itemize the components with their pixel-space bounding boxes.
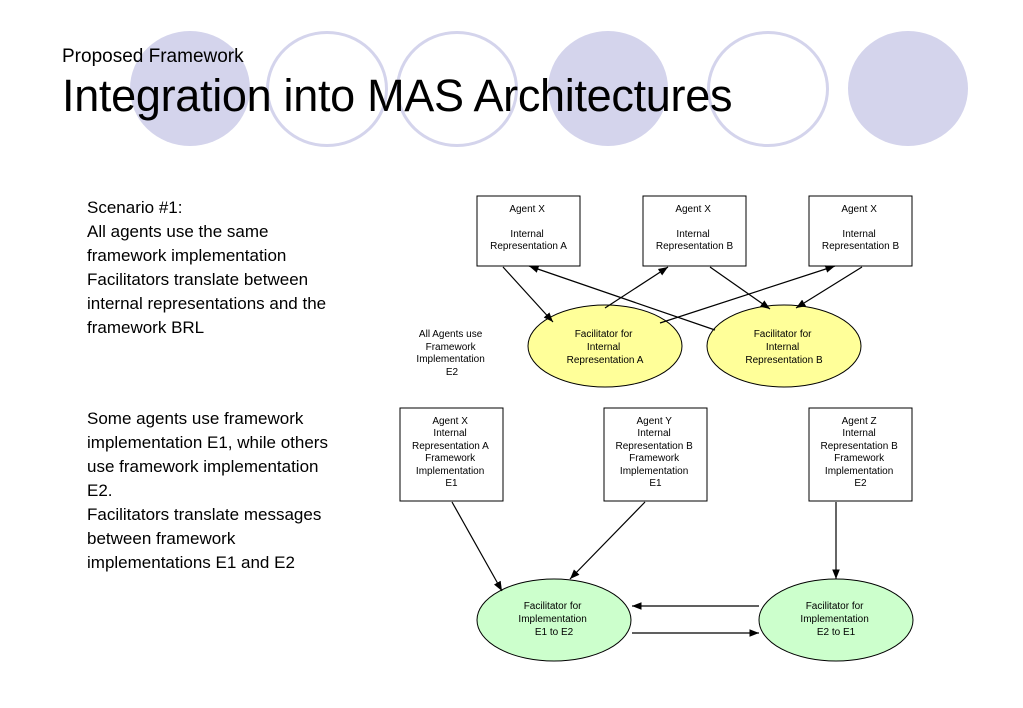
- svg-text:Facilitator for Implemen: Facilitator for Implementation E2 to E1: [800, 601, 871, 638]
- decorative-circle: [130, 31, 250, 146]
- scenario-2-line: Some agents use framework: [87, 409, 304, 428]
- facilitator-node: Facilitator for Implementation E1 to E2: [476, 578, 632, 662]
- svg-text:Agent X Internal R: Agent X Internal Representation B: [822, 204, 900, 252]
- svg-text:Facilitator for Internal: Facilitator for Internal Representation …: [567, 329, 644, 366]
- arrow: [502, 266, 554, 323]
- svg-text:Facilitator for Implemen: Facilitator for Implementation E1 to E2: [518, 601, 589, 638]
- decorative-ring: [396, 31, 518, 147]
- scenario-2-text: Some agents use framework implementation…: [87, 407, 377, 575]
- svg-text:Agent Z Internal R: Agent Z Internal Representation B Framew…: [820, 416, 900, 489]
- diagram-note: All Agents use Framework Implementation …: [416, 329, 487, 378]
- agent-box: Agent Z Internal Representation B Framew…: [808, 407, 913, 502]
- agent-box: Agent Y Internal Representation B Framew…: [603, 407, 708, 502]
- connector-arrows: [451, 501, 840, 637]
- scenario-1-line: framework BRL: [87, 318, 205, 337]
- arrow: [604, 266, 669, 309]
- agent-box: Agent X Internal Representation A Framew…: [399, 407, 504, 502]
- slide-title: Integration into MAS Architectures: [62, 70, 733, 121]
- scenario-2-line: use framework implementation: [87, 457, 319, 476]
- svg-text:Agent X Internal R: Agent X Internal Representation A Framew…: [412, 416, 491, 489]
- scenario-2-line: between framework: [87, 529, 236, 548]
- slide-header: Proposed Framework Integration into MAS …: [62, 45, 732, 123]
- decorative-circle: [548, 31, 668, 146]
- decorative-ring: [266, 31, 388, 147]
- decorative-ring: [707, 31, 829, 147]
- agent-box: Agent X Internal Representation B: [642, 195, 747, 267]
- svg-text:Facilitator for Internal: Facilitator for Internal Representation …: [745, 329, 823, 366]
- arrow: [795, 266, 863, 309]
- decorative-circle: [848, 31, 968, 146]
- facilitator-node: Facilitator for Implementation E2 to E1: [758, 578, 914, 662]
- scenario-1-line: internal representations and the: [87, 294, 327, 313]
- arrow: [659, 265, 836, 324]
- scenario-2-line: implementation E1, while others: [87, 433, 328, 452]
- scenario-2-line: Facilitators translate messages: [87, 505, 322, 524]
- facilitator-node: Facilitator for Internal Representation …: [706, 304, 862, 388]
- svg-text:Agent X Internal R: Agent X Internal Representation B: [656, 204, 734, 252]
- facilitator-node: Facilitator for Internal Representation …: [527, 304, 683, 388]
- agent-box: Agent X Internal Representation A: [476, 195, 581, 267]
- svg-text:Agent Y Internal R: Agent Y Internal Representation B Framew…: [615, 416, 695, 489]
- agent-box: Agent X Internal Representation B: [808, 195, 913, 267]
- arrow: [569, 501, 646, 580]
- scenario-1-text: Scenario #1: All agents use the same fra…: [87, 196, 377, 340]
- arrow: [451, 501, 503, 592]
- slide-subtitle: Proposed Framework: [62, 46, 244, 67]
- scenario-1-line: Scenario #1:: [87, 198, 183, 217]
- scenario-2-line: E2.: [87, 481, 113, 500]
- svg-text:All Agents use Framework: All Agents use Framework Implementation …: [416, 329, 487, 378]
- scenario-1-line: framework implementation: [87, 246, 287, 265]
- arrow: [709, 266, 771, 310]
- scenario-2-line: implementations E1 and E2: [87, 553, 295, 572]
- connector-arrows: [502, 265, 863, 331]
- scenario-1-line: All agents use the same: [87, 222, 269, 241]
- scenario-1-line: Facilitators translate between: [87, 270, 309, 289]
- arrow: [528, 265, 716, 331]
- svg-text:Agent X Internal R: Agent X Internal Representation A: [490, 204, 567, 252]
